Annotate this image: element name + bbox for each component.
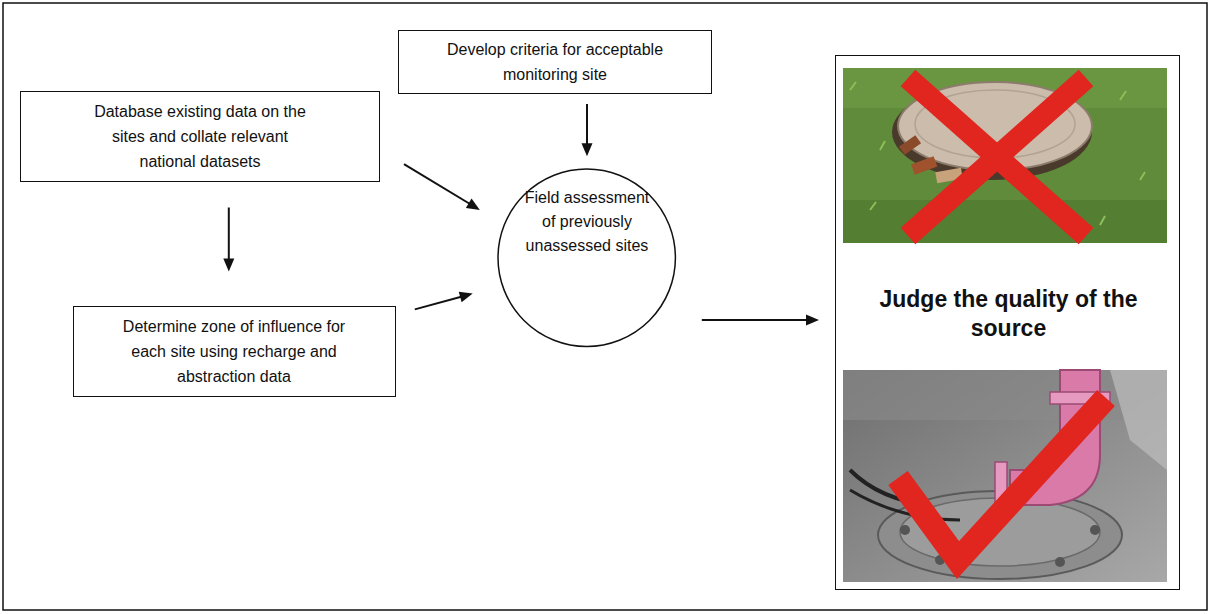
arrowhead bbox=[223, 259, 234, 272]
process-box: Database existing data on the sites and … bbox=[20, 91, 380, 182]
arrow-connector bbox=[404, 164, 471, 205]
result-panel: Judge the quality of the source bbox=[835, 55, 1180, 590]
node-label: Determine zone of influence for each sit… bbox=[114, 314, 354, 389]
arrowhead bbox=[459, 292, 473, 303]
arrowhead bbox=[581, 143, 592, 156]
node-label: Develop criteria for acceptable monitori… bbox=[430, 37, 680, 87]
process-box: Determine zone of influence for each sit… bbox=[73, 306, 396, 397]
arrow-connector bbox=[586, 104, 588, 146]
arrow-connector bbox=[415, 296, 463, 309]
outer-frame bbox=[3, 3, 1207, 610]
arrow-connector bbox=[228, 208, 230, 262]
node-label: Database existing data on the sites and … bbox=[87, 99, 313, 174]
accepted-photo bbox=[843, 370, 1167, 582]
rejected-photo bbox=[843, 68, 1167, 243]
assessment-circle: Field assessment of previously unassesse… bbox=[497, 168, 676, 347]
arrow-connector bbox=[702, 319, 809, 321]
arrowhead bbox=[466, 198, 480, 209]
arrowhead bbox=[806, 314, 819, 325]
process-box: Develop criteria for acceptable monitori… bbox=[398, 30, 712, 94]
panel-heading: Judge the quality of the source bbox=[879, 285, 1139, 343]
node-label: Field assessment of previously unassesse… bbox=[522, 186, 652, 258]
